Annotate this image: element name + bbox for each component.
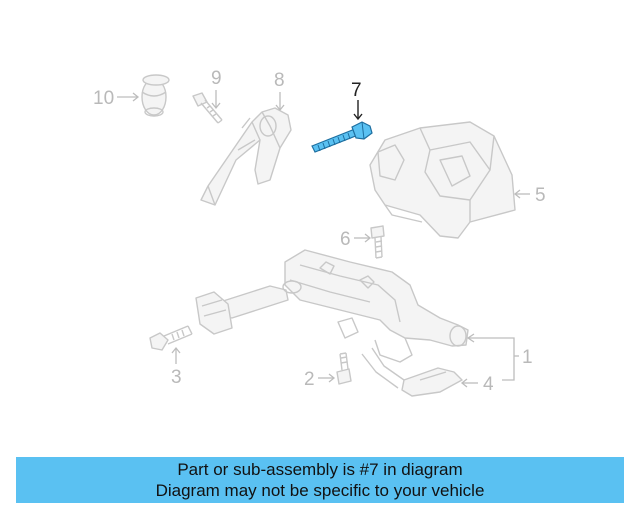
callout-6[interactable]: 6 [340, 229, 351, 250]
callout-7[interactable]: 7 [351, 80, 362, 101]
part-2-bolt[interactable] [336, 352, 352, 385]
callout-4[interactable]: 4 [483, 374, 494, 395]
info-banner: Part or sub-assembly is #7 in diagram Di… [16, 457, 624, 503]
leader-1 [468, 337, 515, 381]
banner-line-1: Part or sub-assembly is #7 in diagram [177, 460, 463, 479]
part-4-lever[interactable] [361, 347, 463, 397]
part-3-bolt[interactable] [149, 325, 193, 351]
part-6-bolt[interactable] [370, 225, 385, 259]
callout-10[interactable]: 10 [93, 88, 114, 109]
part-5-mount-bracket[interactable] [369, 121, 516, 239]
part-9-bolt[interactable] [192, 92, 223, 124]
callout-9[interactable]: 9 [211, 68, 222, 89]
part-1-steering-column[interactable] [195, 249, 469, 363]
callout-1[interactable]: 1 [522, 347, 533, 368]
callout-2[interactable]: 2 [304, 369, 315, 390]
part-7-bolt[interactable] [311, 121, 373, 153]
callout-8[interactable]: 8 [274, 70, 285, 91]
part-8-bracket[interactable] [200, 107, 292, 206]
part-10-bushing[interactable] [141, 74, 170, 117]
callout-5[interactable]: 5 [535, 185, 546, 206]
callout-3[interactable]: 3 [171, 367, 182, 388]
banner-line-2: Diagram may not be specific to your vehi… [155, 481, 485, 500]
parts-diagram: 10 9 8 7 5 [93, 68, 546, 397]
